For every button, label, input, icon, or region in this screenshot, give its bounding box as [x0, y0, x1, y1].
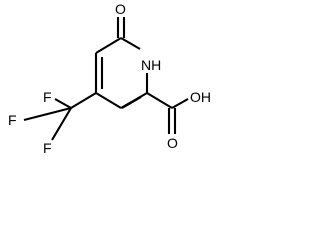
bond-c5-c6: [95, 37, 122, 54]
acid-hydroxyl-label: OH: [190, 89, 211, 105]
bond-c2-cacid: [146, 92, 173, 109]
chemical-structure-diagram: O NH OH O F F F: [8, 1, 211, 156]
bond-cacid-oh: [171, 98, 189, 109]
pyridinone-ring: [94, 37, 149, 109]
bond-cf3-f-left: [23, 106, 72, 122]
trifluoromethyl-group: [23, 92, 97, 141]
acid-carbonyl-oxygen-label: O: [167, 135, 178, 151]
bond-cf3-f-top: [54, 98, 72, 109]
ketone-group: [116, 17, 126, 38]
bond-c6-n1: [120, 37, 141, 50]
ring-nitrogen-label: NH: [141, 57, 161, 73]
bond-c4-cf3: [70, 92, 97, 109]
bond-c2-c3-inner: [121, 96, 142, 109]
carboxylic-acid-group: [146, 92, 189, 134]
fluorine-bottom-label: F: [43, 140, 52, 156]
bond-cf3-f-bottom: [51, 107, 72, 141]
fluorine-left-label: F: [8, 112, 17, 128]
bond-c3-c4: [95, 92, 122, 109]
fluorine-top-label: F: [43, 89, 52, 105]
ketone-oxygen-label: O: [115, 1, 126, 17]
